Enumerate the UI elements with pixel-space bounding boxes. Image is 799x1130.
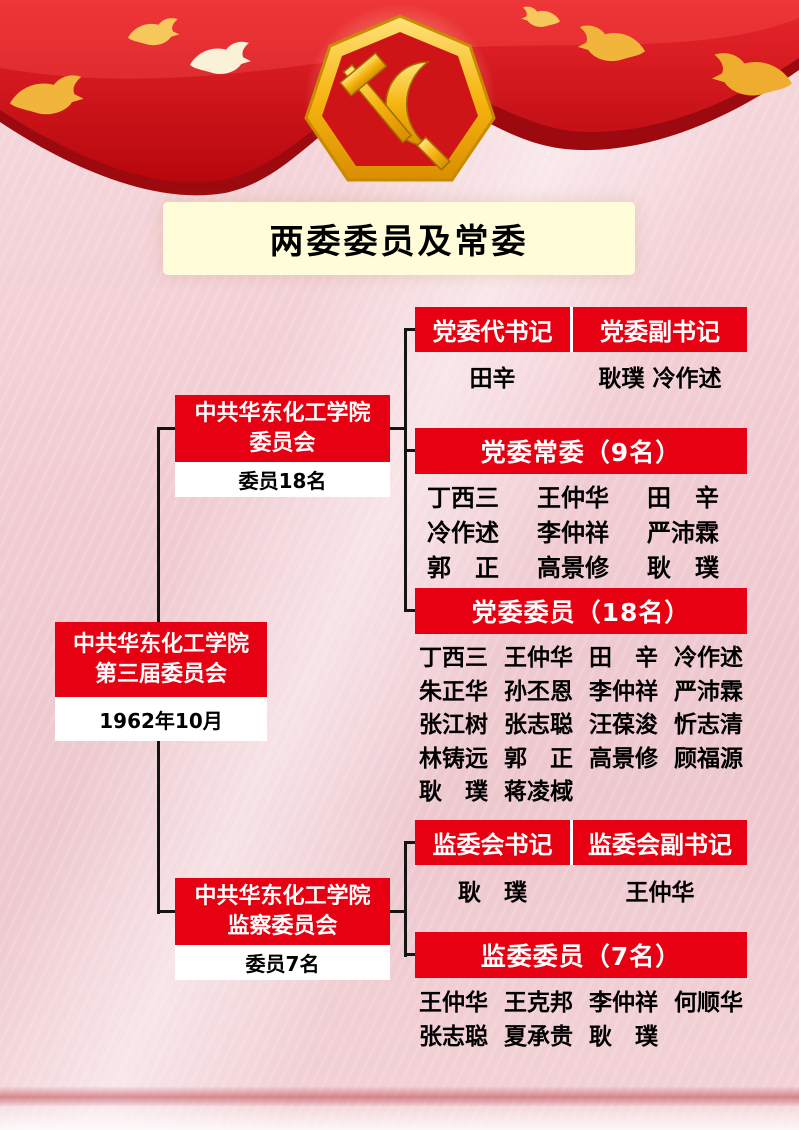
member-name: 严沛霖	[647, 518, 719, 547]
party-acting-secretary-name: 田辛	[469, 366, 516, 392]
member-name: 张江树	[419, 712, 488, 739]
count-text: 委员18名	[238, 469, 327, 493]
connector-right-top-vertical	[404, 328, 407, 612]
member-name: 何顺华	[674, 990, 743, 1016]
supervisory-members-list: 王仲华王克邦李仲祥何顺华张志聪夏承贵耿 璞	[419, 990, 749, 1051]
member-name: 王仲华	[504, 645, 573, 671]
header-divider	[570, 820, 573, 865]
party-deputy-secretary-names: 耿璞 冷作述	[598, 366, 722, 392]
member-name: 夏承贵	[504, 1023, 573, 1050]
party-acting-secretary-header: 党委代书记	[432, 318, 553, 346]
hammer-sickle-icon	[339, 52, 451, 171]
member-name: 丁西三	[427, 484, 499, 512]
member-name: 田 辛	[589, 645, 658, 671]
org-node-third-committee-date: 1962年10月	[55, 697, 267, 741]
member-name: 郭 正	[504, 745, 573, 772]
connector-stub-members	[404, 609, 417, 612]
member-name: 王仲华	[419, 990, 488, 1016]
connector-stub-sup-members	[404, 953, 417, 956]
count-text: 委员7名	[245, 952, 320, 976]
member-name: 耿 璞	[589, 1023, 658, 1050]
date-text: 1962年10月	[99, 708, 223, 733]
org-node-party-committee-line1: 中共华东化工学院	[194, 401, 371, 427]
org-node-party-committee: 中共华东化工学院 委员会	[175, 395, 390, 462]
member-name: 朱正华	[419, 678, 488, 705]
connector-supervisory-right	[388, 910, 406, 913]
connector-right-bottom-vertical	[404, 841, 407, 957]
member-name: 高景修	[537, 553, 609, 582]
party-members-list: 丁西三王仲华田 辛冷作述朱正华孙丕恩李仲祥严沛霖张江树张志聪汪葆浚忻志清林铸远郭…	[419, 645, 749, 807]
page-title: 两委委员及常委	[163, 202, 635, 275]
member-name: 严沛霖	[674, 678, 743, 705]
party-members-header: 党委委员（18名）	[415, 588, 747, 634]
member-name: 李仲祥	[589, 678, 658, 705]
org-node-supervisory-committee-count: 委员7名	[175, 945, 390, 980]
connector-stub-party	[157, 427, 177, 430]
member-name: 王克邦	[504, 990, 573, 1016]
member-name: 汪葆浚	[589, 712, 658, 739]
footer-light	[0, 1102, 799, 1130]
member-name: 顾福源	[674, 745, 743, 772]
member-name: 张志聪	[504, 712, 573, 739]
member-name: 王仲华	[537, 484, 609, 512]
org-node-party-committee-line2: 委员会	[249, 430, 316, 456]
supervisory-secretary-name: 耿 璞	[458, 880, 527, 906]
member-name: 田 辛	[647, 484, 719, 512]
supervisory-secretaries-names: 耿 璞 王仲华	[415, 872, 747, 908]
supervisory-secretaries-header: 监委会书记 监委会副书记	[415, 820, 747, 865]
org-node-supervisory-committee: 中共华东化工学院 监察委员会	[175, 878, 390, 945]
org-node-supervisory-committee-line2: 监察委员会	[227, 913, 338, 939]
party-secretaries-header: 党委代书记 党委副书记	[415, 307, 747, 352]
member-name: 忻志清	[674, 712, 743, 739]
org-node-third-committee-line2: 第三届委员会	[94, 661, 227, 687]
party-standing-header: 党委常委（9名）	[415, 428, 747, 474]
party-secretaries-names: 田辛 耿璞 冷作述	[415, 356, 747, 396]
org-node-third-committee-line1: 中共华东化工学院	[72, 632, 249, 658]
member-name: 耿 璞	[647, 553, 719, 582]
member-name: 蒋凌棫	[504, 779, 573, 806]
member-name: 耿 璞	[419, 779, 488, 806]
header-decoration	[0, 0, 799, 196]
org-node-party-committee-count: 委员18名	[175, 462, 390, 497]
member-name: 冷作述	[427, 518, 499, 547]
page-title-text: 两委委员及常委	[269, 222, 529, 262]
member-name: 冷作述	[674, 645, 743, 671]
org-node-supervisory-committee-line1: 中共华东化工学院	[194, 884, 371, 910]
member-name: 高景修	[589, 745, 658, 772]
supervisory-deputy-secretary-name: 王仲华	[625, 880, 695, 906]
footer-gradient	[0, 1086, 799, 1106]
party-emblem-icon	[304, 14, 496, 182]
connector-stub-secretaries	[404, 328, 417, 331]
member-name: 郭 正	[427, 553, 499, 582]
supervisory-secretary-header: 监委会书记	[432, 831, 553, 859]
member-name: 孙丕恩	[504, 678, 573, 705]
supervisory-deputy-secretary-header: 监委会副书记	[588, 831, 732, 859]
member-name: 李仲祥	[537, 518, 609, 547]
org-node-third-committee: 中共华东化工学院 第三届委员会	[55, 622, 267, 697]
member-name: 丁西三	[419, 645, 488, 671]
party-deputy-secretary-header: 党委副书记	[600, 318, 720, 346]
header-divider	[570, 307, 573, 352]
connector-stub-sup-secretaries	[404, 841, 417, 844]
member-name: 李仲祥	[589, 990, 658, 1016]
connector-stub-supervisory	[157, 910, 177, 913]
member-name: 林铸远	[419, 745, 488, 772]
supervisory-members-header: 监委委员（7名）	[415, 932, 747, 978]
connector-party-right	[388, 427, 406, 430]
member-name: 张志聪	[419, 1023, 488, 1050]
connector-stub-standing	[404, 449, 417, 452]
party-standing-members: 丁西三 王仲华 田 辛冷作述 李仲祥 严沛霖郭 正 高景修 耿 璞	[427, 484, 745, 582]
